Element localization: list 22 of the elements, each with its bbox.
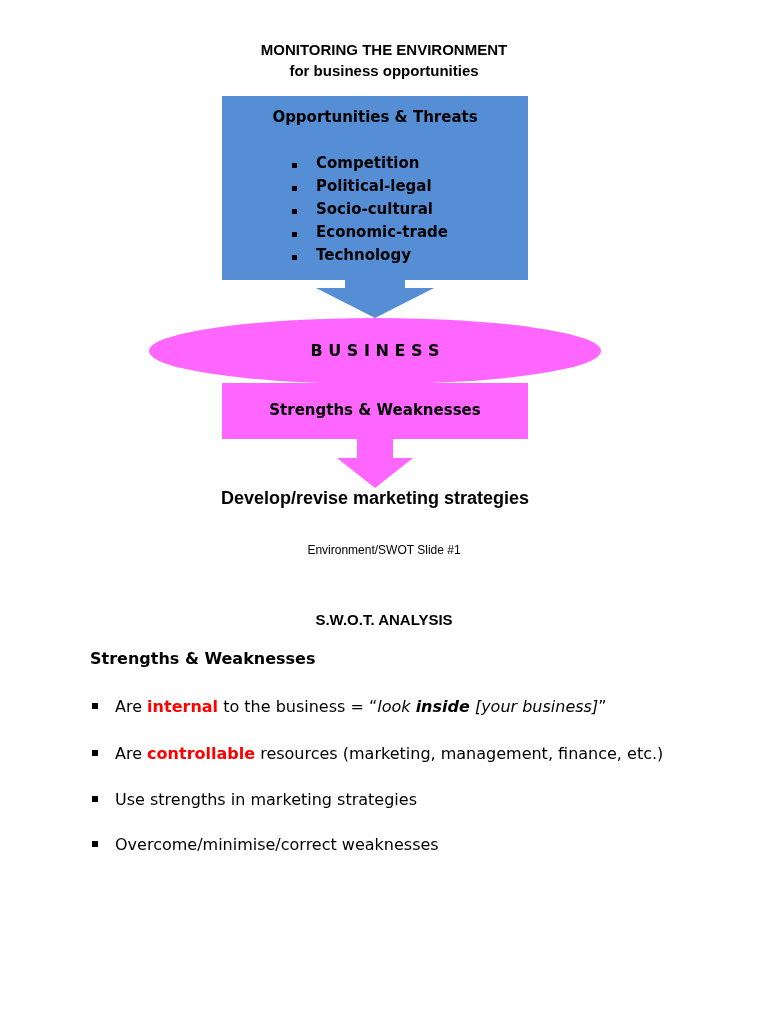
block-arrow — [337, 439, 413, 488]
slide-caption: Environment/SWOT Slide #1 — [306, 543, 462, 557]
list-item: Competition — [316, 154, 420, 172]
bullet-text: Are internal to the business = “look inside [your business]” — [115, 697, 607, 716]
threats-box — [222, 96, 528, 280]
list-item: Technology — [316, 246, 411, 264]
list-item: Socio-cultural — [316, 200, 433, 218]
list-item: Political-legal — [316, 177, 432, 195]
title: MONITORING THE ENVIRONMENT — [259, 41, 509, 58]
list-item: Economic-trade — [316, 223, 448, 241]
block-arrow — [316, 280, 434, 318]
section-heading: S.W.O.T. ANALYSIS — [314, 611, 454, 628]
outcome-label: Develop/revise marketing strategies — [219, 488, 531, 509]
bullet-text: Overcome/minimise/correct weaknesses — [115, 835, 439, 854]
strengths-box — [222, 383, 528, 439]
bullet-text: Use strengths in marketing strategies — [115, 790, 417, 809]
subheading: Strengths & Weaknesses — [90, 649, 316, 668]
box-label: Strengths & Weaknesses — [268, 401, 482, 419]
subtitle: for business opportunities — [288, 62, 480, 79]
box-heading: Opportunities & Threats — [271, 108, 479, 126]
bullet-text: Are controllable resources (marketing, management, finance, etc.) — [115, 744, 664, 763]
ellipse-label: B U S I N E S S — [309, 341, 441, 360]
